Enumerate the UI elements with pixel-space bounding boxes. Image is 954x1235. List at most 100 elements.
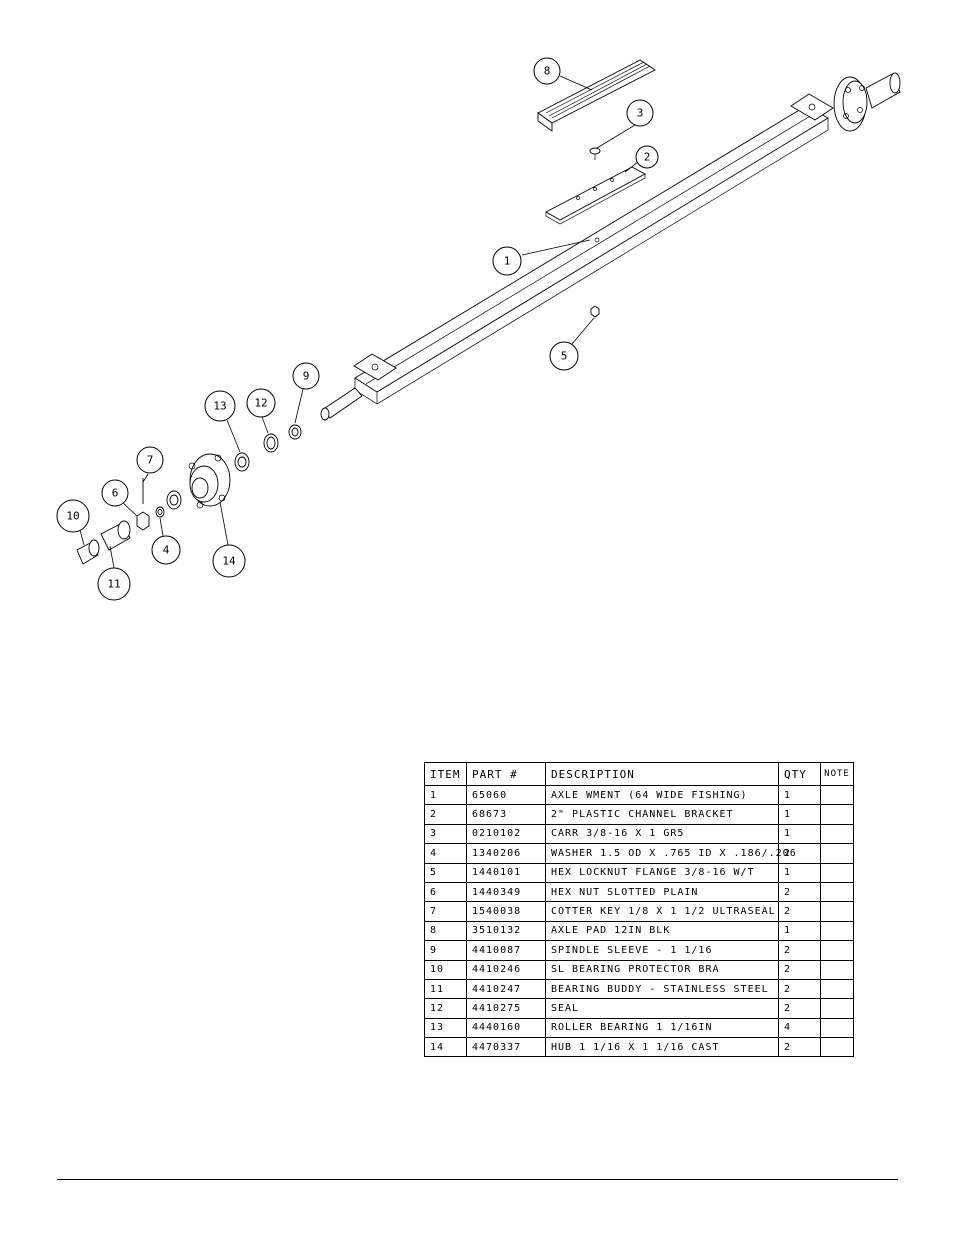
callout-5: 5 (549, 341, 579, 371)
cell-item: 9 (424, 940, 467, 961)
seal (263, 433, 279, 453)
cell-part: 68673 (466, 804, 546, 825)
cell-qty: 2 (778, 901, 821, 922)
cell-qty: 2 (778, 998, 821, 1019)
cell-qty: 2 (778, 978, 821, 1000)
callout-4: 4 (151, 535, 181, 565)
svg-text:3: 3 (637, 107, 644, 120)
callout-3: 3 (626, 99, 654, 127)
cell-item: 8 (424, 920, 467, 942)
cell-item: 4 (424, 843, 467, 864)
roller-bearing (166, 452, 250, 510)
washer (155, 506, 165, 518)
cell-desc: COTTER KEY 1/8 X 1 1/2 ULTRASEAL (545, 901, 779, 922)
table-header-row: ITEM PART # DESCRIPTION QTY NOTE (424, 762, 854, 786)
callout-6: 6 (101, 479, 129, 507)
cell-qty: 2 (778, 940, 821, 961)
cell-desc: CARR 3/8-16 X 1 GR5 (545, 823, 779, 845)
cell-qty: 2 (778, 881, 821, 903)
cell-item: 2 (424, 804, 467, 825)
cell-note (820, 998, 854, 1019)
cell-qty: 2 (778, 1037, 821, 1058)
svg-text:6: 6 (112, 487, 119, 500)
cell-qty: 1 (778, 920, 821, 942)
cell-note (820, 843, 854, 864)
svg-text:7: 7 (147, 454, 154, 467)
cell-item: 14 (424, 1037, 467, 1058)
callout-10: 10 (56, 499, 90, 533)
cell-part: 4410246 (466, 959, 546, 980)
svg-text:10: 10 (66, 510, 79, 523)
bearing-protector (76, 539, 100, 565)
svg-text:4: 4 (163, 544, 170, 557)
cell-note (820, 862, 854, 883)
callout-14: 14 (212, 544, 246, 578)
cell-item: 11 (424, 978, 467, 1000)
svg-text:8: 8 (544, 65, 551, 78)
cell-note (820, 784, 854, 806)
cell-item: 7 (424, 901, 467, 922)
cell-desc: BEARING BUDDY - STAINLESS STEEL (545, 978, 779, 1000)
cell-note (820, 920, 854, 942)
cell-part: 4410247 (466, 978, 546, 1000)
cell-part: 0210102 (466, 823, 546, 845)
cell-item: 5 (424, 862, 467, 883)
cell-note (820, 881, 854, 903)
header-part-number: PART # (466, 762, 546, 786)
cell-qty: 2 (778, 959, 821, 980)
hex-locknut (590, 305, 600, 318)
cell-item: 10 (424, 959, 467, 980)
cell-item: 13 (424, 1017, 467, 1039)
axle-tube (320, 72, 901, 421)
cell-qty: 1 (778, 823, 821, 845)
callout-2: 2 (635, 145, 659, 169)
cell-qty: 1 (778, 784, 821, 806)
cell-desc: HUB 1 1/16 X 1 1/16 CAST (545, 1037, 779, 1058)
header-qty: QTY (778, 762, 821, 786)
cell-item: 3 (424, 823, 467, 845)
callout-11: 11 (97, 567, 131, 601)
cell-note (820, 959, 854, 980)
svg-text:14: 14 (222, 555, 236, 568)
header-note: NOTE (820, 762, 854, 786)
cell-desc: SEAL (545, 998, 779, 1019)
svg-text:9: 9 (303, 370, 310, 383)
callout-8: 8 (533, 57, 561, 85)
callout-1: 1 (492, 246, 522, 276)
axle-pad (537, 59, 656, 132)
svg-text:1: 1 (504, 255, 511, 268)
svg-text:13: 13 (213, 400, 226, 413)
callout-13: 13 (204, 390, 236, 422)
cell-note (820, 901, 854, 922)
cell-desc: AXLE PAD 12IN BLK (545, 920, 779, 942)
callout-12: 12 (246, 388, 276, 418)
spindle-sleeve (288, 424, 302, 440)
cell-note (820, 823, 854, 845)
cell-desc: AXLE WMENT (64 WIDE FISHING) (545, 784, 779, 806)
cell-desc: HEX NUT SLOTTED PLAIN (545, 881, 779, 903)
slotted-nut (136, 511, 150, 531)
cell-qty: 1 (778, 804, 821, 825)
cell-part: 4410087 (466, 940, 546, 961)
svg-text:2: 2 (644, 151, 651, 164)
cell-desc: ROLLER BEARING 1 1/16IN (545, 1017, 779, 1039)
cell-qty: 1 (778, 862, 821, 883)
cell-part: 65060 (466, 784, 546, 806)
cell-part: 1440101 (466, 862, 546, 883)
leader-lines (79, 75, 639, 569)
cell-item: 1 (424, 784, 467, 806)
cell-qty: 2 (778, 843, 821, 864)
svg-text:12: 12 (254, 397, 267, 410)
